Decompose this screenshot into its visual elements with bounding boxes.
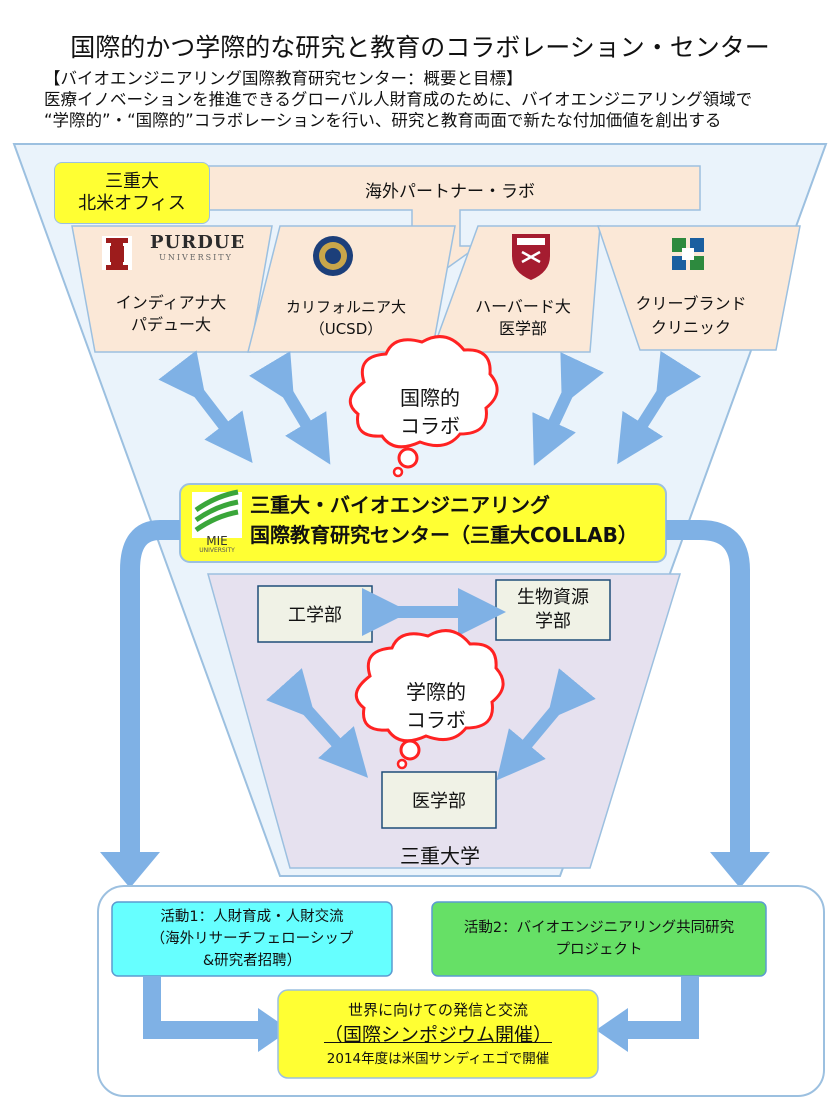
engineering-box [257, 585, 373, 643]
activity2-text: 活動2：バイオエンジニアリング共同研究 プロジェクト [432, 902, 766, 976]
intl-bubble-line-2: コラボ [400, 414, 460, 438]
intl-arrow-1 [158, 350, 253, 464]
inter-bubble-text: 学際的 コラボ [376, 678, 496, 734]
partner-indiana-line-1: インディアナ大 [115, 293, 227, 312]
intl-bubble-text: 国際的 コラボ [370, 384, 490, 440]
partner-label-cleveland: クリーブランド クリニック [616, 292, 766, 340]
partner-harvard-line-1: ハーバード大 [475, 297, 571, 316]
activity2-line-2: プロジェクト [555, 942, 643, 958]
activity1-line-1: 活動1：人財育成・人財交流 [160, 909, 344, 925]
activity2-arrowhead-icon [596, 1008, 628, 1052]
outreach-line-3: 2014年度は米国サンディエゴで開催 [326, 1051, 550, 1067]
harvard-shield-icon [512, 234, 550, 280]
purdue-logo-text: PURDUE [150, 232, 246, 253]
partner-box-harvard [430, 225, 601, 353]
partner-ucsd-line-1: カリフォルニア大 [285, 298, 406, 316]
mie-university-logo-icon [192, 489, 242, 538]
partner-indiana-line-2: パデュー大 [130, 315, 211, 334]
bioresources-line-1: 生物資源 [517, 587, 589, 608]
partner-label-ucsd: カリフォルニア大 （UCSD） [258, 296, 434, 340]
summary-line-2: “学際的”・“国際的”コラボレーションを行い、研究と教育両面で新たな付加価値を創… [44, 111, 722, 130]
center-line-2: 国際教育研究センター（三重大COLLAB） [250, 523, 638, 547]
partner-harvard-line-2: 医学部 [498, 319, 547, 338]
activity1-to-outreach-arrow [143, 976, 262, 1039]
activity2-line-1: 活動2：バイオエンジニアリング共同研究 [463, 920, 735, 936]
outreach-box [277, 989, 599, 1079]
bioresources-label: 生物資源 学部 [496, 580, 610, 640]
inter-arrow-left [266, 668, 369, 778]
activity1-line-2: （海外リサーチフェローシップ [150, 931, 354, 947]
intl-arrow-4 [617, 350, 702, 465]
intl-arrow-3 [532, 352, 604, 466]
purdue-logo-sub: UNIVERSITY [159, 253, 233, 262]
inter-collab-bubble [354, 629, 505, 770]
purdue-logo: PURDUE UNIVERSITY [150, 232, 246, 262]
outreach-line-2: （国際シンポジウム開催） [323, 1024, 552, 1046]
ucsd-seal-icon [313, 236, 353, 276]
partner-label-harvard: ハーバード大 医学部 [448, 296, 598, 340]
medicine-label: 医学部 [412, 791, 466, 812]
activity1-box [111, 901, 393, 977]
left-curved-arrowhead-icon [100, 852, 160, 888]
office-line-1: 三重大 [105, 171, 159, 192]
partner-lab-label: 海外パートナー・ラボ [365, 182, 535, 202]
partner-cleveland-line-1: クリーブランド [635, 294, 747, 313]
outreach-line-1: 世界に向けての発信と交流 [347, 1001, 528, 1019]
medicine-box [381, 771, 497, 829]
intl-arrows [158, 350, 702, 466]
inter-arrows [266, 588, 596, 781]
page-title: 国際的かつ学際的な研究と教育のコラボレーション・センター [70, 33, 770, 62]
inter-bubble-line-1: 学際的 [406, 680, 466, 704]
partner-lab-header [179, 165, 701, 277]
partner-cleveland-line-2: クリニック [650, 318, 731, 337]
mie-logo-caption: MIE UNIVERSITY [190, 534, 244, 556]
summary-heading: 【バイオエンジニアリング国際教育研究センター：概要と目標】 [44, 69, 523, 88]
summary-block: 【バイオエンジニアリング国際教育研究センター：概要と目標】 医療イノベーションを… [44, 68, 752, 131]
bioresources-line-2: 学部 [535, 611, 571, 632]
intl-collab-bubble [348, 335, 499, 478]
intl-arrow-2 [249, 351, 331, 465]
outreach-text: 世界に向けての発信と交流 （国際シンポジウム開催） 2014年度は米国サンディエ… [278, 990, 598, 1078]
activity2-to-outreach-arrow [624, 976, 699, 1039]
left-curved-arrow [120, 520, 180, 856]
office-line-2: 北米オフィス [78, 193, 186, 214]
partner-label-indiana: インディアナ大 パデュー大 [96, 292, 246, 336]
north-america-office-box: 三重大 北米オフィス [54, 162, 210, 224]
center-line-1: 三重大・バイオエンジニアリング [250, 493, 550, 517]
inter-arrow-right [496, 668, 596, 781]
inter-bubble-line-2: コラボ [406, 708, 466, 732]
center-title: 三重大・バイオエンジニアリング 国際教育研究センター（三重大COLLAB） [250, 490, 662, 550]
mie-logo-text: MIE [206, 534, 228, 548]
summary-line-1: 医療イノベーションを推進できるグローバル人財育成のために、バイオエンジニアリング… [44, 90, 753, 109]
activity2-box [431, 901, 767, 977]
partner-box-cleveland [596, 225, 801, 351]
activity1-arrowhead-icon [258, 1008, 290, 1052]
mie-logo-sub: UNIVERSITY [199, 547, 235, 554]
cleveland-clinic-icon [672, 238, 704, 270]
right-curved-arrowhead-icon [710, 852, 770, 888]
activity1-text: 活動1：人財育成・人財交流 （海外リサーチフェローシップ &研究者招聘） [112, 902, 392, 976]
activity1-line-3: &研究者招聘） [202, 953, 302, 969]
indiana-logo-icon [102, 236, 132, 270]
university-label: 三重大学 [400, 844, 480, 868]
right-curved-arrow [666, 520, 750, 856]
partner-ucsd-line-2: （UCSD） [309, 320, 383, 338]
engineering-label: 工学部 [288, 605, 342, 626]
intl-bubble-line-1: 国際的 [400, 386, 460, 410]
